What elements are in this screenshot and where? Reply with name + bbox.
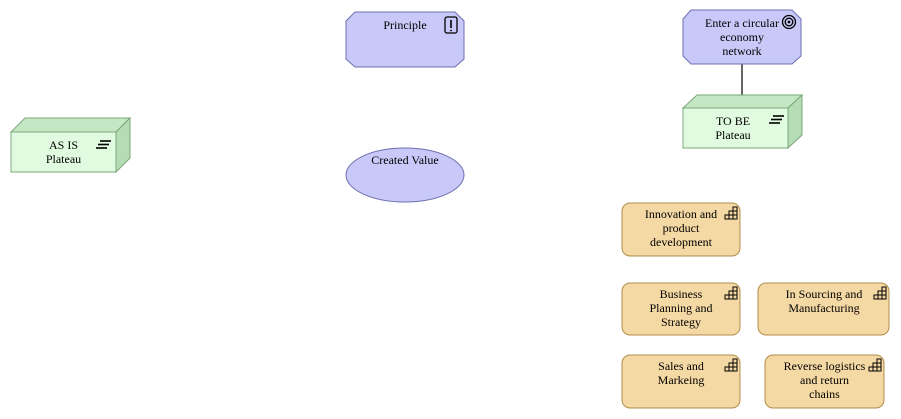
label-line: Sales and [658,359,704,373]
goal-node[interactable] [682,9,802,65]
as-is-plateau-label: AS IS Plateau [11,138,116,166]
principle-node[interactable] [345,11,465,68]
innovation-label: Innovation and product development [640,207,722,249]
label-line: economy [720,30,764,44]
label-line: Markeing [657,373,705,387]
innovation-capability-node[interactable] [621,202,741,257]
goal-target-icon [781,14,797,30]
to-be-plateau-label: TO BE Plateau [683,114,783,142]
goal-label: Enter a circular economy network [683,16,801,58]
label-line: Enter a circular [705,16,779,30]
label-line: Plateau [715,128,751,142]
reverse-logistics-label: Reverse logistics and return chains [777,359,872,401]
business-planning-label: Business Planning and Strategy [640,287,722,329]
capability-icon [868,358,882,372]
label-line: product [662,221,700,235]
created-value-node[interactable] [345,147,465,203]
principle-icon [444,16,458,34]
label-line: Reverse logistics [783,359,866,373]
label-line: Plateau [45,152,82,166]
label-line: and return [800,373,849,387]
capability-icon [724,286,738,300]
label-line: Business [659,287,703,301]
label-line: In Sourcing and [785,287,863,301]
capability-icon [873,286,887,300]
label-line: TO BE [715,114,751,128]
in-sourcing-capability-node[interactable] [757,282,890,336]
capability-icon [724,206,738,220]
label-line: Manufacturing [788,301,860,315]
sales-capability-node[interactable] [621,354,741,409]
label-line: Strategy [661,315,701,329]
label-line: AS IS [48,138,78,152]
label-line: Planning and [649,301,713,315]
as-is-plateau-node[interactable] [9,116,132,174]
label-line: Innovation and [644,207,718,221]
capability-icon [724,358,738,372]
in-sourcing-label: In Sourcing and Manufacturing [774,287,874,315]
label-line: Principle [383,18,427,32]
principle-label: Principle [355,18,455,32]
reverse-logistics-capability-node[interactable] [764,354,885,409]
label-line: development [650,235,712,249]
plateau-icon [96,140,111,149]
business-planning-capability-node[interactable] [621,282,741,336]
label-line: network [722,44,762,58]
plateau-icon [769,115,784,124]
created-value-label: Created Value [346,153,464,167]
label-line: chains [809,387,840,401]
to-be-plateau-node[interactable] [681,93,804,150]
sales-label: Sales and Markeing [640,359,722,387]
label-line: Created Value [371,153,439,167]
